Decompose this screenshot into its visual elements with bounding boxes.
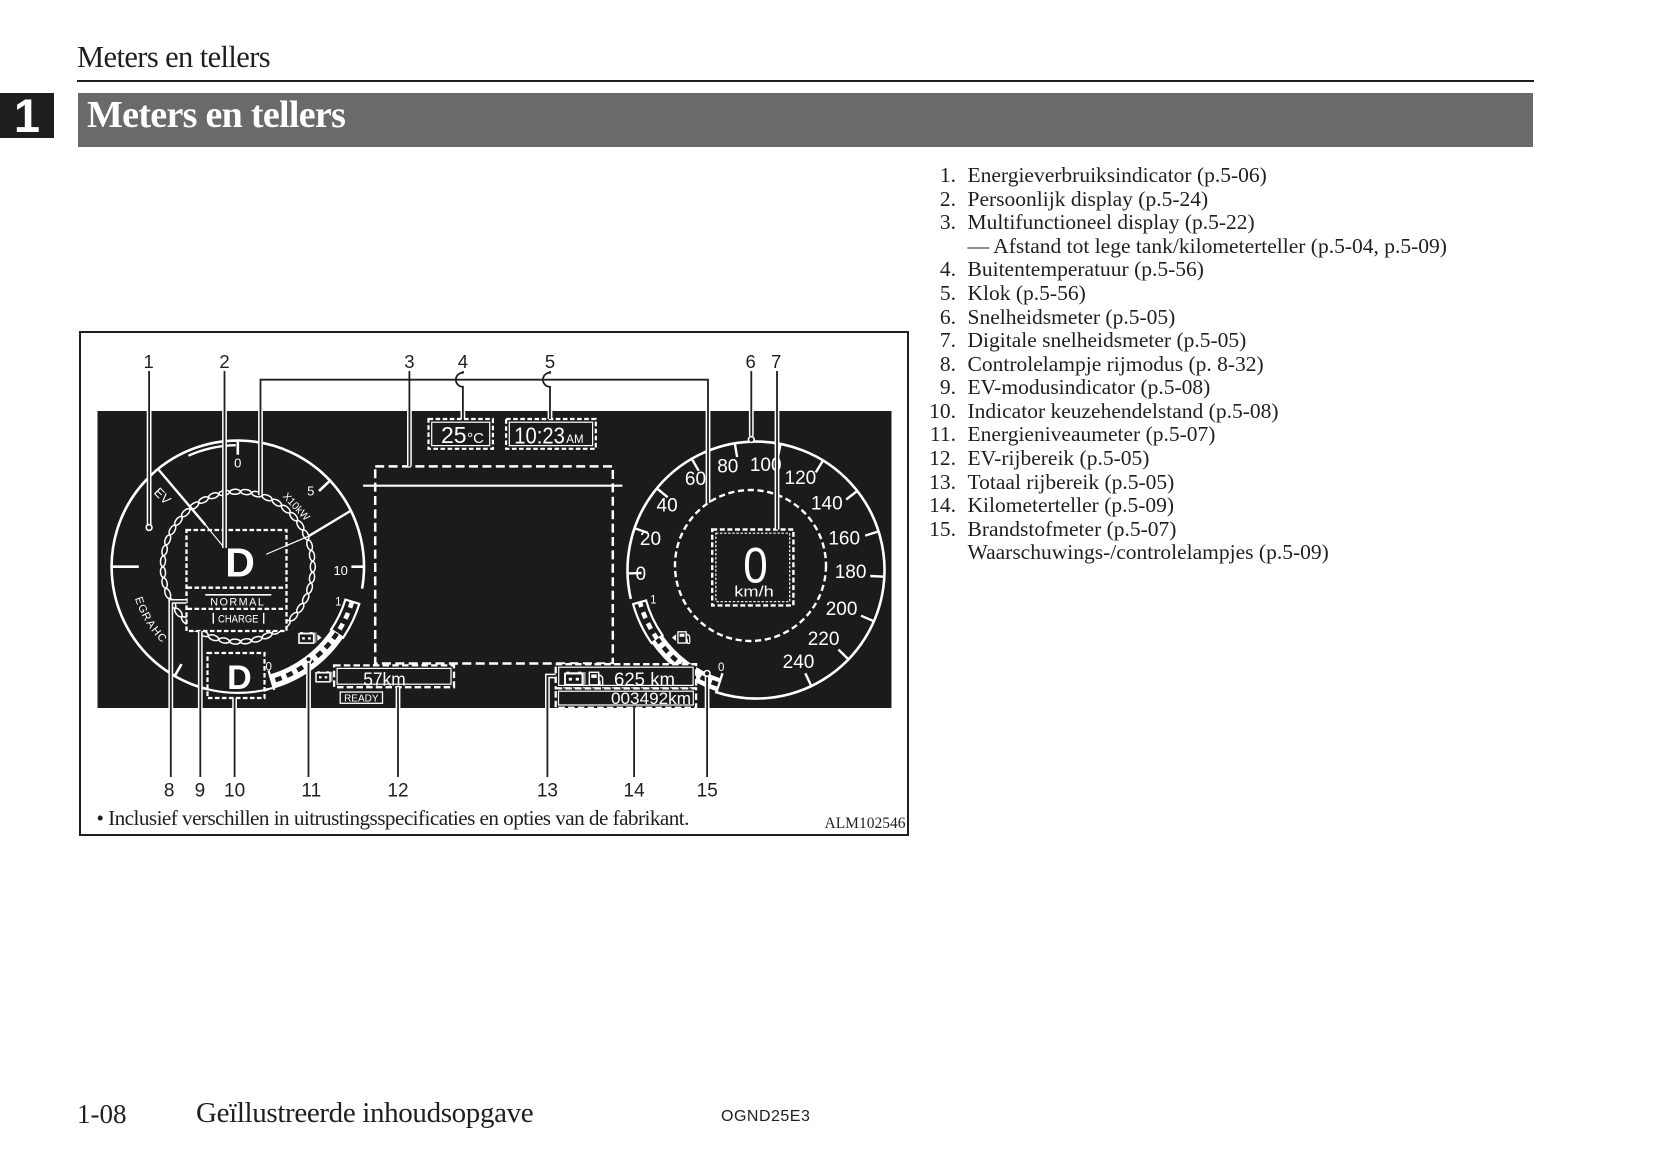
svg-text:E: E bbox=[132, 595, 146, 606]
svg-text:625 km: 625 km bbox=[614, 668, 675, 689]
svg-text:0: 0 bbox=[743, 536, 768, 593]
svg-text:25: 25 bbox=[441, 422, 467, 448]
svg-text:80: 80 bbox=[717, 456, 738, 477]
svg-text:NORMAL: NORMAL bbox=[210, 596, 265, 608]
svg-text:57km: 57km bbox=[363, 669, 406, 690]
svg-text:10: 10 bbox=[333, 563, 347, 578]
svg-text:0: 0 bbox=[717, 662, 723, 674]
svg-text:1: 1 bbox=[650, 595, 656, 607]
svg-text:6: 6 bbox=[745, 351, 755, 372]
svg-text:3: 3 bbox=[404, 351, 414, 372]
svg-text:14: 14 bbox=[623, 781, 645, 802]
svg-text:100: 100 bbox=[749, 455, 781, 476]
svg-text:13: 13 bbox=[536, 781, 557, 802]
svg-text:160: 160 bbox=[828, 529, 860, 550]
svg-text:20: 20 bbox=[639, 529, 660, 550]
svg-text:°C: °C bbox=[467, 430, 484, 447]
svg-text:60: 60 bbox=[684, 469, 705, 490]
svg-text:0: 0 bbox=[635, 564, 646, 585]
svg-text:5: 5 bbox=[307, 484, 314, 499]
svg-text:10: 10 bbox=[224, 781, 245, 802]
svg-text:11: 11 bbox=[301, 781, 321, 802]
svg-text:AM: AM bbox=[566, 434, 583, 446]
svg-text:1: 1 bbox=[335, 597, 341, 609]
svg-text:200: 200 bbox=[825, 599, 857, 620]
svg-text:0: 0 bbox=[265, 661, 271, 673]
svg-text:READY: READY bbox=[344, 693, 379, 704]
svg-text:140: 140 bbox=[810, 494, 842, 515]
svg-text:D: D bbox=[227, 659, 252, 697]
svg-text:240: 240 bbox=[782, 652, 814, 673]
svg-text:7: 7 bbox=[771, 351, 781, 372]
svg-text:D: D bbox=[225, 539, 255, 585]
svg-text:0: 0 bbox=[234, 455, 241, 470]
svg-text:CHARGE: CHARGE bbox=[218, 614, 259, 626]
svg-text:4: 4 bbox=[457, 351, 467, 372]
svg-text:10:23: 10:23 bbox=[514, 422, 565, 448]
svg-text:km/h: km/h bbox=[734, 585, 774, 601]
svg-text:180: 180 bbox=[834, 562, 866, 583]
svg-text:9: 9 bbox=[194, 781, 205, 802]
svg-text:12: 12 bbox=[387, 781, 408, 802]
svg-text:120: 120 bbox=[784, 468, 816, 489]
svg-text:40: 40 bbox=[656, 496, 677, 517]
svg-text:1: 1 bbox=[143, 351, 153, 372]
svg-text:003492km: 003492km bbox=[611, 689, 691, 708]
svg-text:15: 15 bbox=[696, 781, 717, 802]
svg-text:2: 2 bbox=[219, 351, 229, 372]
svg-text:5: 5 bbox=[544, 351, 554, 372]
svg-text:220: 220 bbox=[807, 629, 839, 650]
svg-text:8: 8 bbox=[163, 781, 174, 802]
